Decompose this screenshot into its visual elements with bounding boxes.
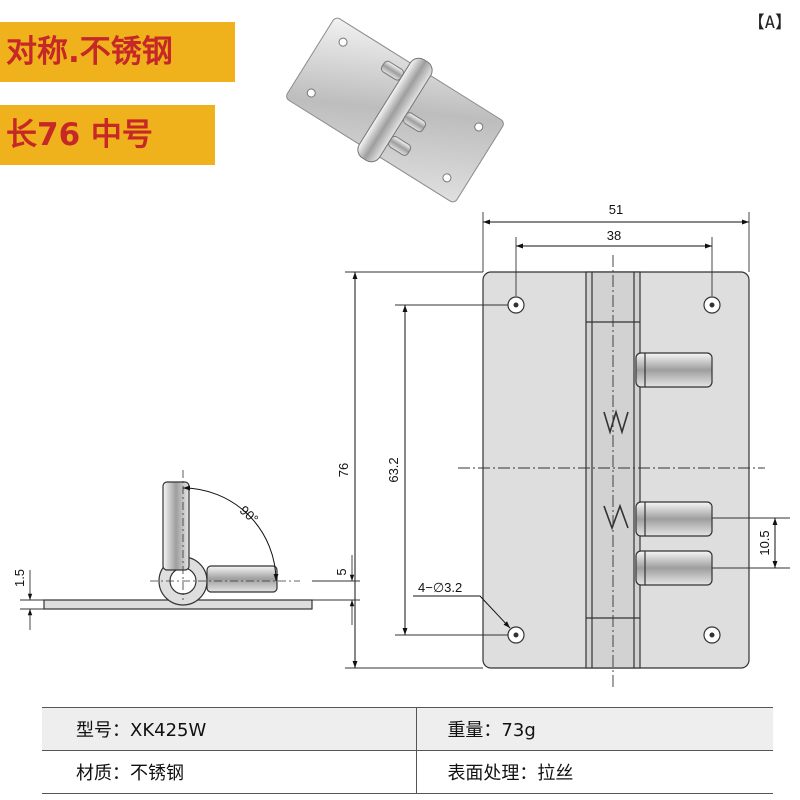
- front-view: [482, 271, 750, 669]
- side-view: [43, 470, 313, 610]
- spec-finish: 表面处理：拉丝: [416, 750, 773, 794]
- spec-model: 型号：XK425W: [42, 707, 417, 751]
- table-row: 型号：XK425W 重量：73g: [42, 707, 773, 751]
- size-badge: 长76 中号: [0, 105, 215, 165]
- spec-weight: 重量：73g: [416, 707, 773, 751]
- dim-rotation-angle: 90°: [237, 503, 262, 527]
- material-badge: 对称.不锈钢: [0, 22, 235, 82]
- dim-hole-spacing-y: 63.2: [386, 457, 401, 482]
- dim-hole-spec: 4−∅3.2: [418, 580, 462, 595]
- hinge-photo: [286, 17, 504, 203]
- side-view-dimensions: [20, 555, 360, 630]
- spec-material: 材质：不锈钢: [42, 750, 417, 794]
- dim-width-total: 51: [609, 202, 623, 217]
- spec-table: 型号：XK425W 重量：73g 材质：不锈钢 表面处理：拉丝: [42, 707, 773, 794]
- dimension-lines: [352, 219, 778, 668]
- dim-pin-spacing: 10.5: [757, 530, 772, 555]
- dim-height-total: 76: [336, 463, 351, 477]
- center-lines: [458, 255, 765, 690]
- dim-plate-thickness: 1.5: [12, 569, 27, 587]
- dim-knuckle-offset: 5: [334, 568, 349, 575]
- dim-hole-spacing-x: 38: [607, 228, 621, 243]
- table-row: 材质：不锈钢 表面处理：拉丝: [42, 750, 773, 794]
- corner-mark: 【A】: [747, 13, 792, 33]
